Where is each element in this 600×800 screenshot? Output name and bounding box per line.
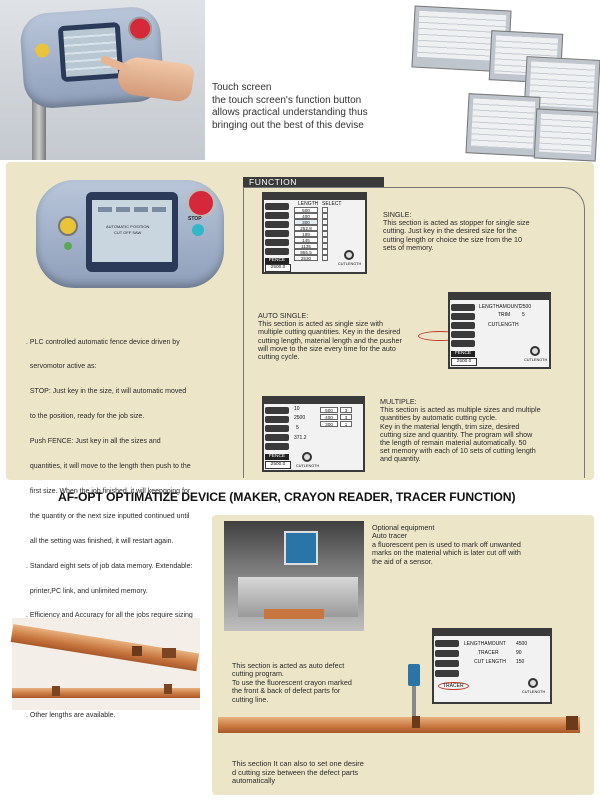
device-lcd: AUTOMATIC POSITION CUT OFF SAW [86,192,178,272]
device-screen-line-1: AUTOMATIC POSITION [106,224,150,229]
stop-button[interactable] [186,188,216,218]
lcd-tracer: LENGTHAMOUNT 4500 TRACER 90 CUT LENGTH 1… [432,628,552,704]
cut-length-button[interactable] [344,250,354,260]
fence-label: FENCE [265,258,289,264]
lcd-auto-single: LENGTHAMOUNT 2500 TRIM 5 CUTLENGTH FENCE… [448,292,551,369]
auto-single-description: AUTO SINGLE: This section is acted as si… [258,311,402,362]
sensor-device [408,664,420,686]
top-left-photo [0,0,205,160]
yellow-knob [58,216,78,236]
stop-label: STOP [188,216,202,222]
side-btn-1[interactable] [265,203,289,210]
optional-equipment-text: Optional equipment Auto tracer a fluores… [372,523,521,566]
wood-board [218,717,580,733]
stop-button-red [127,15,153,42]
control-panel-device: AUTOMATIC POSITION CUT OFF SAW STOP [36,180,224,288]
multiple-description: MULTIPLE: This section is acted as multi… [380,397,541,464]
touch-title: Touch screen [212,82,272,93]
touch-screen-text: Touch screen the touch screen's function… [212,82,402,132]
side-btn-5[interactable] [265,239,289,246]
side-btn-6[interactable] [265,248,289,255]
function-border [243,187,585,478]
single-description: SINGLE: This section is acted as stopper… [383,210,530,252]
bottom-text: This section It can also to set one desi… [232,759,364,786]
screenshots-cascade [395,0,600,162]
defect-text: This section is acted as auto defect cut… [232,661,352,704]
side-btn-2[interactable] [265,212,289,219]
fence-value: 2500.0 [265,264,291,272]
lcd-single: LENGTH SELECT 500 400 300 252.8 199 145 … [262,192,367,274]
touch-line-1: the touch screen's function button [212,94,362,106]
touch-line-3: bringing out the best of this devise [212,119,364,131]
device-screen-line-2: CUT OFF SAW [114,230,142,235]
tracer-machine-photo [224,521,364,631]
small-green-knob [64,242,72,250]
af-opt-heading: AF-OPT OPTIMATIZE DEVICE (MAKER, CRAYON … [58,490,516,504]
cyan-knob [192,224,204,236]
side-btn-3[interactable] [265,221,289,228]
lcd-multiple: 10 2500 5 371.2 500 3 400 3 300 1 FENCE … [262,396,365,472]
tracer-tab-label[interactable]: TRACER [438,682,469,690]
cut-length-button[interactable] [530,346,540,356]
function-header: FUNCTION [243,177,384,187]
touch-line-2: allows practical understanding thus [212,107,368,118]
yellow-knob [34,42,50,58]
cut-length-button[interactable] [528,678,538,688]
side-btn-4[interactable] [265,230,289,237]
cut-length-button[interactable] [302,452,312,462]
wood-photo [10,618,200,710]
